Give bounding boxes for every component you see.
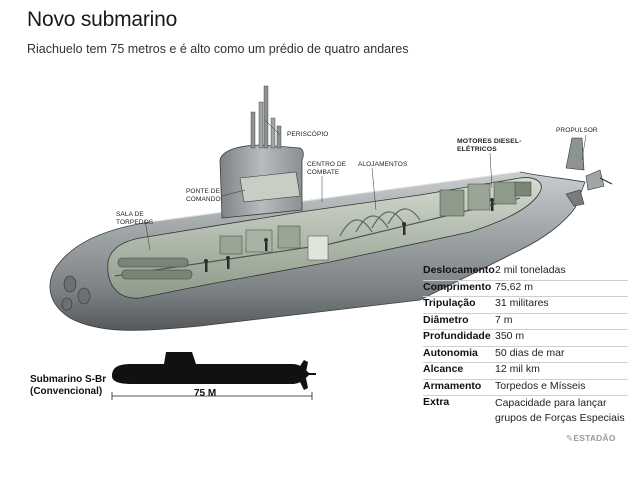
spec-row: Autonomia 50 dias de mar xyxy=(423,346,628,363)
spec-label: Deslocamento xyxy=(423,264,495,276)
spec-value: 75,62 m xyxy=(495,280,533,293)
spec-value: Capacidade para lançar grupos de Forças … xyxy=(495,396,625,426)
spec-value: 31 militares xyxy=(495,297,549,309)
spec-value-line1: Capacidade para lançar xyxy=(495,397,607,409)
silhouette-label-line2: (Convencional) xyxy=(30,386,103,397)
spec-label: Tripulação xyxy=(423,297,476,309)
callout-bridge-line2: COMANDO xyxy=(186,195,221,203)
submarine-sail xyxy=(219,85,304,219)
length-label: 75 M xyxy=(194,388,217,399)
spec-value: Torpedos e Mísseis xyxy=(495,379,586,392)
spec-value: 350 m xyxy=(495,330,525,342)
spec-label: Extra xyxy=(423,396,450,408)
callout-propeller: PROPULSOR xyxy=(556,127,598,134)
callout-periscope: PERISCÓPIO xyxy=(287,131,329,138)
callout-bridge-line1: PONTE DE xyxy=(186,188,221,195)
spec-label: Profundidade xyxy=(423,330,491,342)
callout-torpedo-room-line2: TORPEDOS xyxy=(116,218,154,226)
spec-row: Extra Capacidade para lançar grupos de F… xyxy=(423,396,628,426)
spec-row: Tripulação 31 militares xyxy=(423,297,628,314)
silhouette-label-line1: Submarino S-Br xyxy=(30,374,107,385)
spec-value: 50 dias de mar xyxy=(495,346,565,359)
spec-label: Alcance xyxy=(423,363,464,375)
spec-row: Comprimento 75,62 m xyxy=(423,280,628,297)
brand-logo: ✎ESTADÃO xyxy=(566,433,616,444)
callout-combat-center: CENTRO DE COMBATE xyxy=(307,161,346,176)
spec-label: Armamento xyxy=(423,379,482,392)
callout-torpedo-room: SALA DE TORPEDOS xyxy=(116,211,153,226)
callout-quarters: ALOJAMENTOS xyxy=(358,161,408,168)
spec-label: Autonomia xyxy=(423,346,478,359)
spec-row: Armamento Torpedos e Mísseis xyxy=(423,379,628,396)
callout-engines: MOTORES DIESEL- ELÉTRICOS xyxy=(457,138,521,153)
submarine-tail xyxy=(565,137,613,207)
callout-leader-lines xyxy=(144,119,587,251)
callout-bridge: PONTE DE COMANDO xyxy=(186,188,221,203)
spec-row: Deslocamento 2 mil toneladas xyxy=(423,264,628,281)
callout-combat-center-line2: COMBATE xyxy=(307,168,340,176)
spec-label: Comprimento xyxy=(423,280,492,293)
brand-name: ESTADÃO xyxy=(573,433,616,443)
callout-engines-line1: MOTORES DIESEL- xyxy=(457,138,522,145)
spec-value: 2 mil toneladas xyxy=(495,264,566,276)
page-title: Novo submarino xyxy=(27,8,178,31)
callout-torpedo-room-line1: SALA DE xyxy=(116,211,144,218)
brand-mark-icon: ✎ xyxy=(566,433,574,443)
spec-row: Profundidade 350 m xyxy=(423,330,628,347)
spec-value: 7 m xyxy=(495,313,513,326)
spec-value-line2: grupos de Forças Especiais xyxy=(495,412,625,424)
spec-row: Diâmetro 7 m xyxy=(423,313,628,330)
specs-table: Deslocamento 2 mil toneladas Comprimento… xyxy=(423,264,628,426)
spec-row: Alcance 12 mil km xyxy=(423,363,628,380)
spec-label: Diâmetro xyxy=(423,313,469,326)
callout-engines-line2: ELÉTRICOS xyxy=(457,145,497,153)
spec-value: 12 mil km xyxy=(495,363,540,375)
silhouette-label: Submarino S-Br (Convencional) xyxy=(30,374,106,398)
page-subtitle: Riachuelo tem 75 metros e é alto como um… xyxy=(27,42,409,56)
length-dimension-line xyxy=(111,392,313,400)
callout-combat-center-line1: CENTRO DE xyxy=(307,161,347,168)
submarine-cutaway-interior xyxy=(107,177,542,299)
submarine-silhouette xyxy=(112,352,316,390)
